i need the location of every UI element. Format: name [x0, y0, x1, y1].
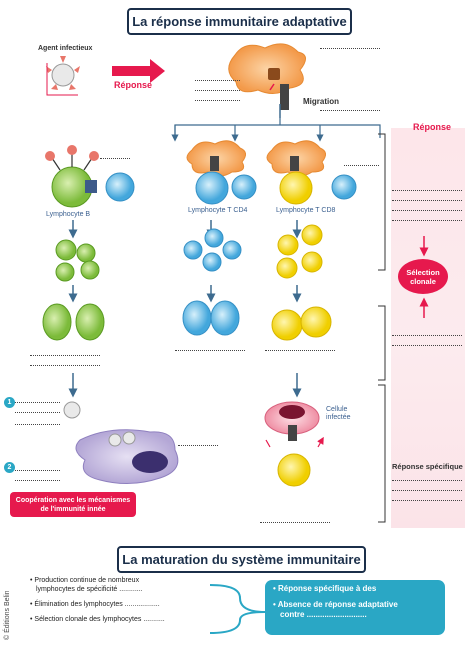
teal-item-2: • Absence de réponse adaptative [273, 600, 398, 609]
blank-line [320, 48, 380, 49]
teal-item-1: • Réponse spécifique à des [273, 584, 377, 593]
cd8-clone-cluster [276, 224, 323, 279]
blank-line [392, 490, 462, 491]
blank-line [100, 158, 130, 159]
blank-line [392, 210, 462, 211]
blank-line [392, 500, 462, 501]
selection-clonale-badge: Sélection clonale [398, 259, 448, 294]
b-clone-cluster [55, 239, 100, 282]
blank-line [265, 350, 335, 351]
agent-label: Agent infectieux [38, 45, 93, 52]
blank-line [175, 350, 245, 351]
blank-line [195, 90, 240, 91]
cellule-label-line2: infectée [326, 414, 351, 421]
lymphocyte-t-cd8-label: Lymphocyte T CD8 [276, 207, 336, 214]
maturation-title: La maturation du système immunitaire [117, 546, 366, 573]
reponse-arrow-icon [112, 59, 165, 83]
blank-line [260, 522, 330, 523]
blank-line [15, 424, 60, 425]
maturation-item-1: • Production continue de nombreux [30, 577, 140, 584]
cellule-label-line1: Cellule [326, 406, 348, 413]
plasma-cell [42, 303, 72, 341]
blank-line [15, 480, 60, 481]
selection-line2: clonale [410, 276, 436, 286]
cd4-lymphocyte-cell [195, 171, 229, 205]
blank-line [392, 220, 462, 221]
migration-label: Migration [303, 97, 339, 106]
cd8-killer-cell [277, 453, 311, 487]
blank-line [392, 200, 462, 201]
lymphocyte-t-cd4-label: Lymphocyte T CD4 [188, 207, 248, 214]
virus-icon [46, 56, 80, 90]
cooperation-box: Coopération avec les mécanismes de l'imm… [10, 492, 136, 517]
blank-line [392, 345, 462, 346]
step-number-2: 2 [4, 462, 15, 473]
teal-item-2b: contre ........................... [280, 610, 367, 619]
cooperation-line2: de l'immunité innée [40, 505, 106, 513]
blank-line [195, 80, 240, 81]
blank-line [195, 100, 240, 101]
blank-line [392, 335, 462, 336]
step-number-1: 1 [4, 397, 15, 408]
blank-line [30, 355, 100, 356]
lymphocyte-b-label: Lymphocyte B [46, 211, 91, 218]
side-reponse-header: Réponse [413, 122, 452, 132]
maturation-result-box: • Réponse spécifique à des • Absence de … [265, 580, 445, 635]
cooperation-line1: Coopération avec les mécanismes [15, 496, 131, 504]
maturation-item-2: • Élimination des lymphocytes ..........… [30, 601, 160, 608]
dendritic-cell-top [228, 43, 306, 94]
maturation-item-1b: lymphocytes de spécificité ............ [36, 586, 143, 593]
blank-line [178, 445, 218, 446]
cd8-effector-cell [271, 309, 303, 341]
blank-line [392, 190, 462, 191]
cd4-clone-cluster [183, 228, 242, 272]
maturation-list: • Production continue de nombreux lympho… [30, 576, 165, 630]
cd4-effector-cell [182, 300, 212, 336]
blank-line [30, 365, 100, 366]
blank-line [15, 402, 60, 403]
blank-line [15, 470, 60, 471]
blank-line [320, 110, 380, 111]
blank-line [344, 165, 379, 166]
cd8-lymphocyte-cell [279, 171, 313, 205]
blank-line [15, 412, 60, 413]
selection-line1: Sélection [406, 267, 440, 277]
reponse-arrow-label: Réponse [114, 80, 153, 90]
reponse-specifique-label: Réponse spécifique [392, 462, 463, 471]
side-panel [391, 128, 465, 528]
page-title: La réponse immunitaire adaptative [127, 8, 352, 35]
blank-line [392, 480, 462, 481]
edition-credit: © Éditions Belin [4, 590, 11, 640]
maturation-item-3: • Sélection clonale des lymphocytes ....… [30, 616, 165, 623]
